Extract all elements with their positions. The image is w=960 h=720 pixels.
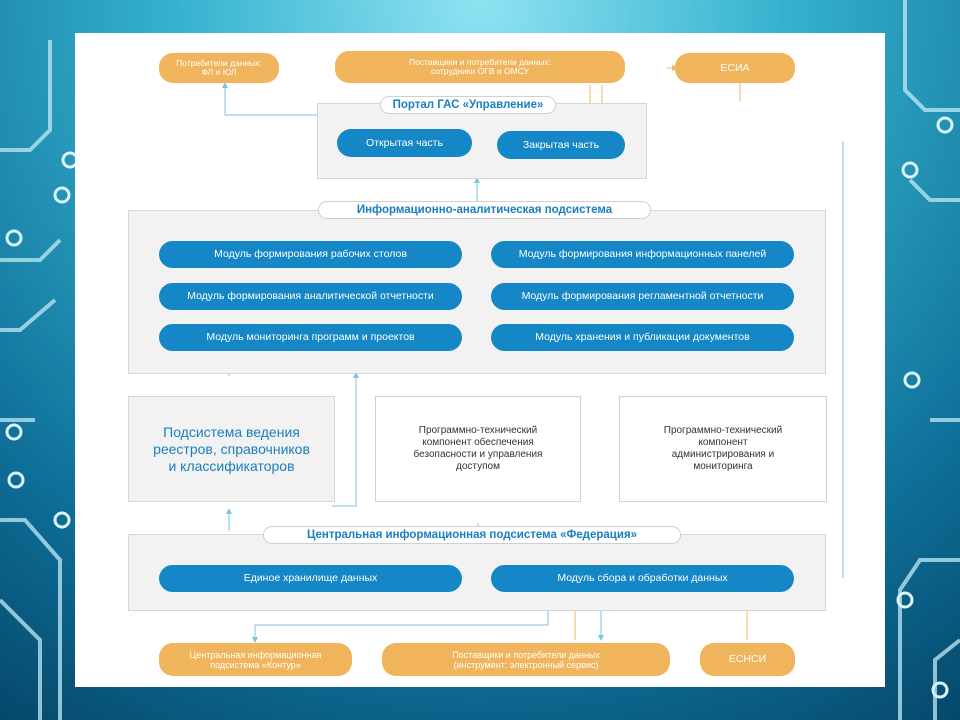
kontur-node: Центральная информационная подсистема «К…	[159, 643, 352, 676]
module-docs-storage[interactable]: Модуль хранения и публикации документов	[491, 324, 794, 351]
esnsi-node: ЕСНСИ	[700, 643, 795, 676]
portal-title: Портал ГАС «Управление»	[380, 96, 556, 114]
analytics-title: Информационно-аналитическая подсистема	[318, 201, 651, 219]
registers-subsystem: Подсистема ведения реестров, справочнико…	[128, 396, 335, 502]
security-component: Программно-технический компонент обеспеч…	[375, 396, 581, 502]
module-programs-monitoring[interactable]: Модуль мониторинга программ и проектов	[159, 324, 462, 351]
data-collect-button[interactable]: Модуль сбора и обработки данных	[491, 565, 794, 592]
suppliers-bottom-node: Поставщики и потребители данных (инструм…	[382, 643, 670, 676]
module-analytic-reports[interactable]: Модуль формирования аналитической отчетн…	[159, 283, 462, 310]
data-storage-button[interactable]: Единое хранилище данных	[159, 565, 462, 592]
consumers-node: Потребители данных: ФЛ и ЮЛ	[159, 53, 279, 83]
module-info-panels[interactable]: Модуль формирования информационных панел…	[491, 241, 794, 268]
suppliers-top-node: Поставщики и потребители данных: сотрудн…	[335, 51, 625, 83]
module-workdesks[interactable]: Модуль формирования рабочих столов	[159, 241, 462, 268]
federation-title: Центральная информационная подсистема «Ф…	[263, 526, 681, 544]
esia-node: ЕСИА	[675, 53, 795, 83]
admin-component: Программно-технический компонент админис…	[619, 396, 827, 502]
clipped-heading-text	[130, 23, 670, 31]
module-regulatory-reports[interactable]: Модуль формирования регламентной отчетно…	[491, 283, 794, 310]
open-part-button[interactable]: Открытая часть	[337, 129, 472, 157]
diagram-slide: Потребители данных: ФЛ и ЮЛ Поставщики и…	[75, 33, 885, 687]
closed-part-button[interactable]: Закрытая часть	[497, 131, 625, 159]
